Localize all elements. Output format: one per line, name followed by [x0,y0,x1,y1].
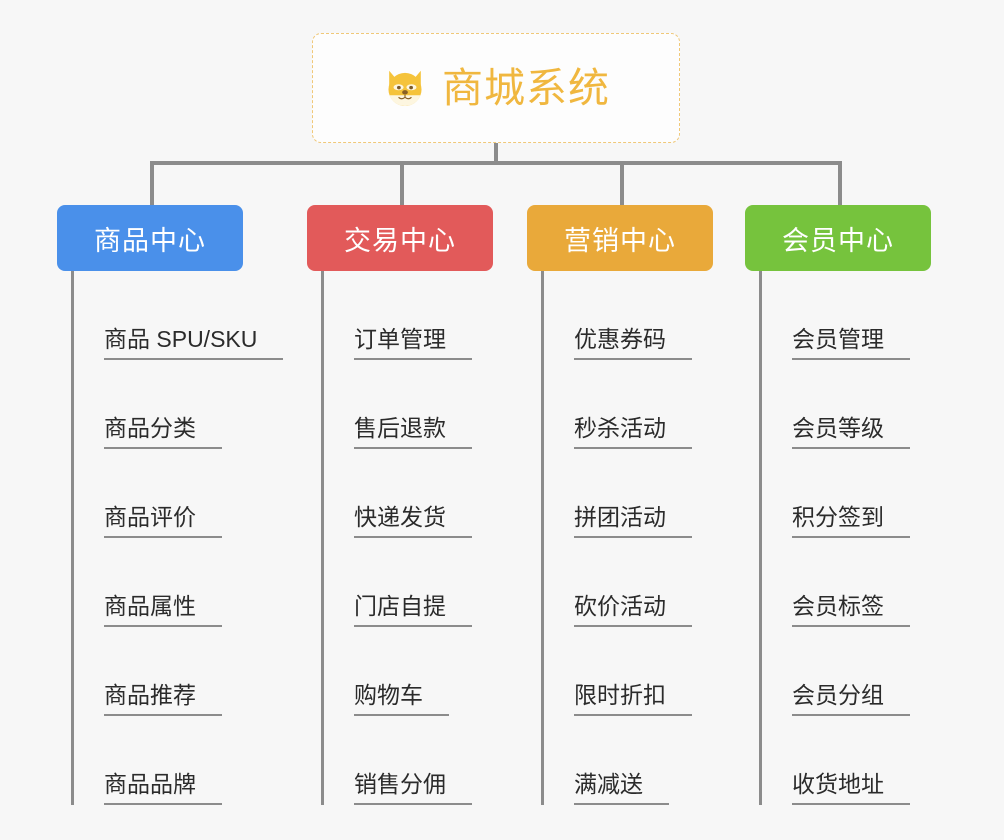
leaf-label: 快递发货 [354,504,472,538]
branch-column-member-center: 会员中心 会员管理 会员等级 积分签到 会员标签 会员分组 收货地址 [745,205,965,805]
list-item[interactable]: 秒杀活动 [544,360,747,449]
leaf-label: 商品分类 [104,415,222,449]
list-item[interactable]: 优惠券码 [544,271,747,360]
root-title: 商城系统 [442,64,610,111]
branch-column-product-center: 商品中心 商品 SPU/SKU 商品分类 商品评价 商品属性 商品推荐 商品品牌 [57,205,307,805]
list-item[interactable]: 订单管理 [324,271,527,360]
list-item[interactable]: 砍价活动 [544,538,747,627]
leaf-label: 售后退款 [354,415,472,449]
list-item[interactable]: 积分签到 [762,449,965,538]
list-item[interactable]: 限时折扣 [544,627,747,716]
branch-header-marketing-center[interactable]: 营销中心 [527,205,713,271]
leaf-label: 商品推荐 [104,682,222,716]
connector-drop-branch-1 [150,161,154,207]
leaf-list-product-center: 商品 SPU/SKU 商品分类 商品评价 商品属性 商品推荐 商品品牌 [71,271,307,805]
list-item[interactable]: 商品属性 [74,538,307,627]
branch-column-trade-center: 交易中心 订单管理 售后退款 快递发货 门店自提 购物车 销售分佣 [307,205,527,805]
leaf-list-trade-center: 订单管理 售后退款 快递发货 门店自提 购物车 销售分佣 [321,271,527,805]
list-item[interactable]: 满减送 [544,716,747,805]
connector-drop-branch-2 [400,161,404,207]
connector-horizontal-bus [150,161,842,165]
dog-face-icon [388,70,422,106]
leaf-list-member-center: 会员管理 会员等级 积分签到 会员标签 会员分组 收货地址 [759,271,965,805]
leaf-label: 积分签到 [792,504,910,538]
leaf-label: 收货地址 [792,771,910,805]
list-item[interactable]: 购物车 [324,627,527,716]
list-item[interactable]: 拼团活动 [544,449,747,538]
leaf-label: 销售分佣 [354,771,472,805]
leaf-label: 商品评价 [104,504,222,538]
list-item[interactable]: 商品评价 [74,449,307,538]
leaf-label: 拼团活动 [574,504,692,538]
branch-header-product-center[interactable]: 商品中心 [57,205,243,271]
list-item[interactable]: 售后退款 [324,360,527,449]
leaf-label: 满减送 [574,771,669,805]
leaf-label: 商品属性 [104,593,222,627]
connector-drop-branch-3 [620,161,624,207]
branch-header-trade-center[interactable]: 交易中心 [307,205,493,271]
leaf-label: 秒杀活动 [574,415,692,449]
list-item[interactable]: 快递发货 [324,449,527,538]
leaf-label: 限时折扣 [574,682,692,716]
branch-header-member-center[interactable]: 会员中心 [745,205,931,271]
leaf-label: 商品 SPU/SKU [104,326,284,360]
list-item[interactable]: 商品品牌 [74,716,307,805]
connector-drop-branch-4 [838,161,842,207]
leaf-label: 优惠券码 [574,326,692,360]
leaf-label: 购物车 [354,682,449,716]
leaf-label: 会员等级 [792,415,910,449]
list-item[interactable]: 会员标签 [762,538,965,627]
list-item[interactable]: 会员分组 [762,627,965,716]
leaf-label: 商品品牌 [104,771,222,805]
list-item[interactable]: 收货地址 [762,716,965,805]
list-item[interactable]: 会员等级 [762,360,965,449]
leaf-label: 会员分组 [792,682,910,716]
branch-column-marketing-center: 营销中心 优惠券码 秒杀活动 拼团活动 砍价活动 限时折扣 满减送 [527,205,747,805]
list-item[interactable]: 销售分佣 [324,716,527,805]
list-item[interactable]: 商品分类 [74,360,307,449]
list-item[interactable]: 商品 SPU/SKU [74,271,307,360]
root-node[interactable]: 商城系统 [312,33,680,143]
leaf-label: 门店自提 [354,593,472,627]
leaf-label: 砍价活动 [574,593,692,627]
connector-root-stem [494,143,498,164]
leaf-list-marketing-center: 优惠券码 秒杀活动 拼团活动 砍价活动 限时折扣 满减送 [541,271,747,805]
leaf-label: 会员管理 [792,326,910,360]
leaf-label: 订单管理 [354,326,472,360]
list-item[interactable]: 门店自提 [324,538,527,627]
list-item[interactable]: 会员管理 [762,271,965,360]
leaf-label: 会员标签 [792,593,910,627]
list-item[interactable]: 商品推荐 [74,627,307,716]
